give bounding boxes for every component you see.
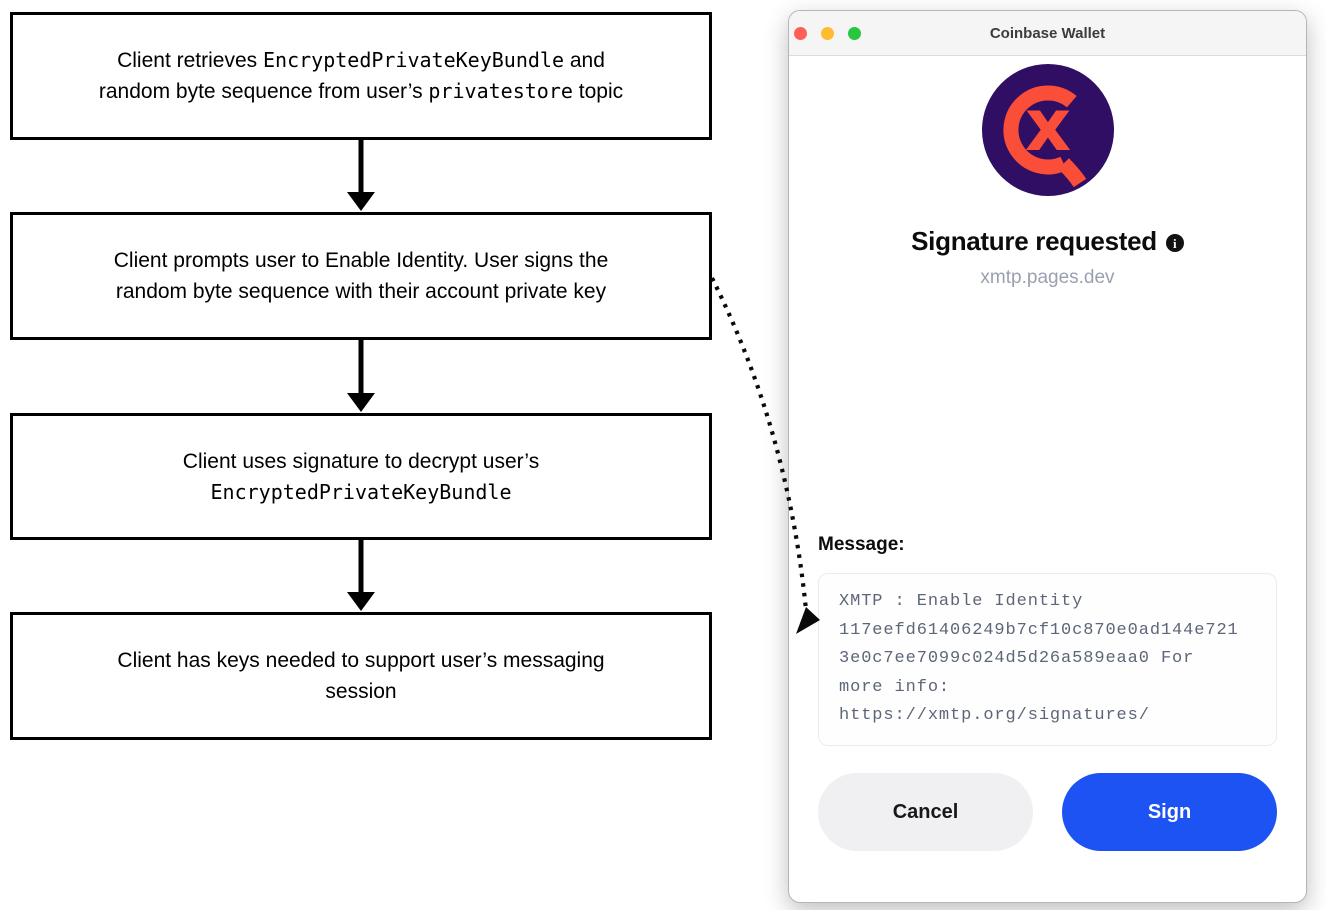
flow-text: Client has keys needed to support user’s… — [117, 649, 605, 672]
flow-text: random byte sequence from user’s — [98, 80, 429, 103]
window-titlebar: Coinbase Wallet — [789, 11, 1306, 56]
flow-text: Client retrieves — [117, 49, 263, 72]
flow-step-keys-ready: Client has keys needed to support user’s… — [10, 612, 712, 740]
flow-step-retrieve-bundle: Client retrieves EncryptedPrivateKeyBund… — [10, 12, 712, 140]
down-arrow-1 — [347, 140, 375, 211]
flow-step-text: Client prompts user to Enable Identity. … — [114, 245, 609, 307]
flow-text: session — [325, 680, 397, 703]
signature-requested-heading: Signature requested — [911, 226, 1157, 256]
down-arrow-3 — [347, 540, 375, 611]
zoom-window-button[interactable] — [848, 26, 861, 40]
flow-step-text: Client retrieves EncryptedPrivateKeyBund… — [99, 45, 623, 107]
flow-text: Client prompts user to Enable Identity. … — [113, 249, 609, 272]
message-text: XMTP : Enable Identity 117eefd61406249b7… — [839, 592, 1239, 725]
sign-button[interactable]: Sign — [1062, 773, 1277, 851]
flow-step-text: Client has keys needed to support user’s… — [117, 645, 604, 707]
window-title: Coinbase Wallet — [989, 24, 1106, 42]
flow-text-code: EncryptedPrivateKeyBundle — [262, 48, 565, 72]
message-box: XMTP : Enable Identity 117eefd61406249b7… — [818, 573, 1277, 746]
flow-text-code: EncryptedPrivateKeyBundle — [210, 479, 512, 504]
action-buttons: Cancel Sign — [818, 773, 1277, 851]
down-arrow-2 — [347, 340, 375, 412]
coinbase-wallet-window: Coinbase Wallet x Signature requested i … — [788, 10, 1307, 903]
flow-step-prompt-enable-identity: Client prompts user to Enable Identity. … — [10, 212, 712, 340]
flow-text: random byte sequence with their account … — [115, 280, 607, 303]
traffic-lights — [794, 11, 861, 55]
message-label: Message: — [818, 534, 905, 555]
flow-text: Client uses signature to decrypt user’s — [182, 449, 540, 473]
close-window-button[interactable] — [794, 26, 807, 40]
info-icon[interactable]: i — [1165, 234, 1184, 252]
xmtp-logo-icon: x — [981, 64, 1114, 196]
svg-text:x: x — [1024, 83, 1070, 167]
flow-text: and — [564, 49, 605, 72]
cancel-button[interactable]: Cancel — [818, 773, 1033, 851]
requesting-site-url: xmtp.pages.dev — [980, 267, 1115, 288]
flow-text: topic — [572, 80, 624, 103]
minimize-window-button[interactable] — [821, 26, 834, 40]
flow-text-code: privatestore — [428, 79, 573, 103]
